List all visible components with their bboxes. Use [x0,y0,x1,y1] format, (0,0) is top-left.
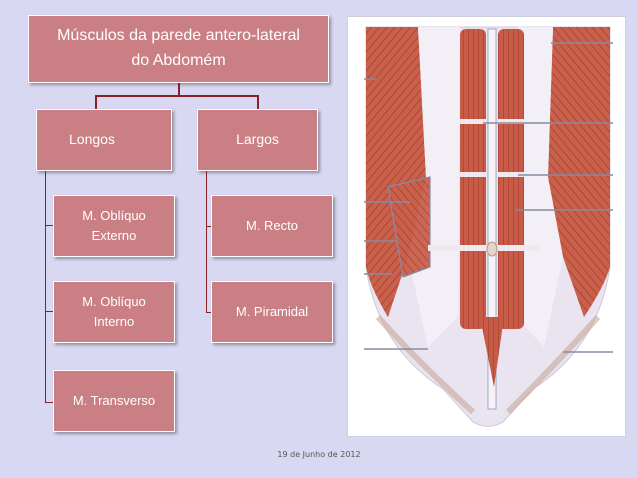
item-obliquo-externo-line-1: M. Oblíquo [82,207,146,223]
item-obliquo-interno-line-1: M. Oblíquo [82,293,146,309]
footer-date: 19 de Junho de 2012 [277,450,361,459]
group-longos-label: Longos [69,131,115,148]
group-longos-box: Longos [36,109,172,171]
item-obliquo-interno: M. Oblíquo Interno [53,281,175,343]
group-largos-box: Largos [197,109,318,171]
item-piramidal: M. Piramidal [211,281,333,343]
connector-longos-trunk [45,171,46,403]
connector-largos-branch-1 [206,226,212,227]
title-box: Músculos da parede antero-lateral do Abd… [28,15,329,83]
connector-title-vertical [178,83,180,96]
item-piramidal-label: M. Piramidal [235,303,309,319]
connector-longos-branch-2 [45,311,53,312]
title-line-1: Músculos da parede antero-lateral [57,27,300,45]
connector-largos-trunk [206,171,207,313]
connector-longos-branch-1 [45,225,53,226]
item-obliquo-externo-line-2: Externo [91,228,137,243]
item-recto: M. Recto [211,195,333,257]
connector-to-longos [95,95,97,109]
item-obliquo-interno-line-2: Interno [93,314,135,329]
connector-largos-branch-2 [206,312,212,313]
title-line-2: do Abdomém [131,52,226,69]
abdominal-muscles-illustration [347,16,626,437]
item-recto-label: M. Recto [245,217,298,233]
item-transverso-label: M. Transverso [72,392,156,408]
group-largos-label: Largos [236,131,279,148]
item-transverso: M. Transverso [53,370,175,432]
connector-to-largos [257,95,259,109]
item-obliquo-externo: M. Oblíquo Externo [53,195,175,257]
muscle-diagram-svg [364,26,613,427]
connector-title-horizontal [95,95,258,97]
connector-longos-branch-3 [45,402,53,403]
